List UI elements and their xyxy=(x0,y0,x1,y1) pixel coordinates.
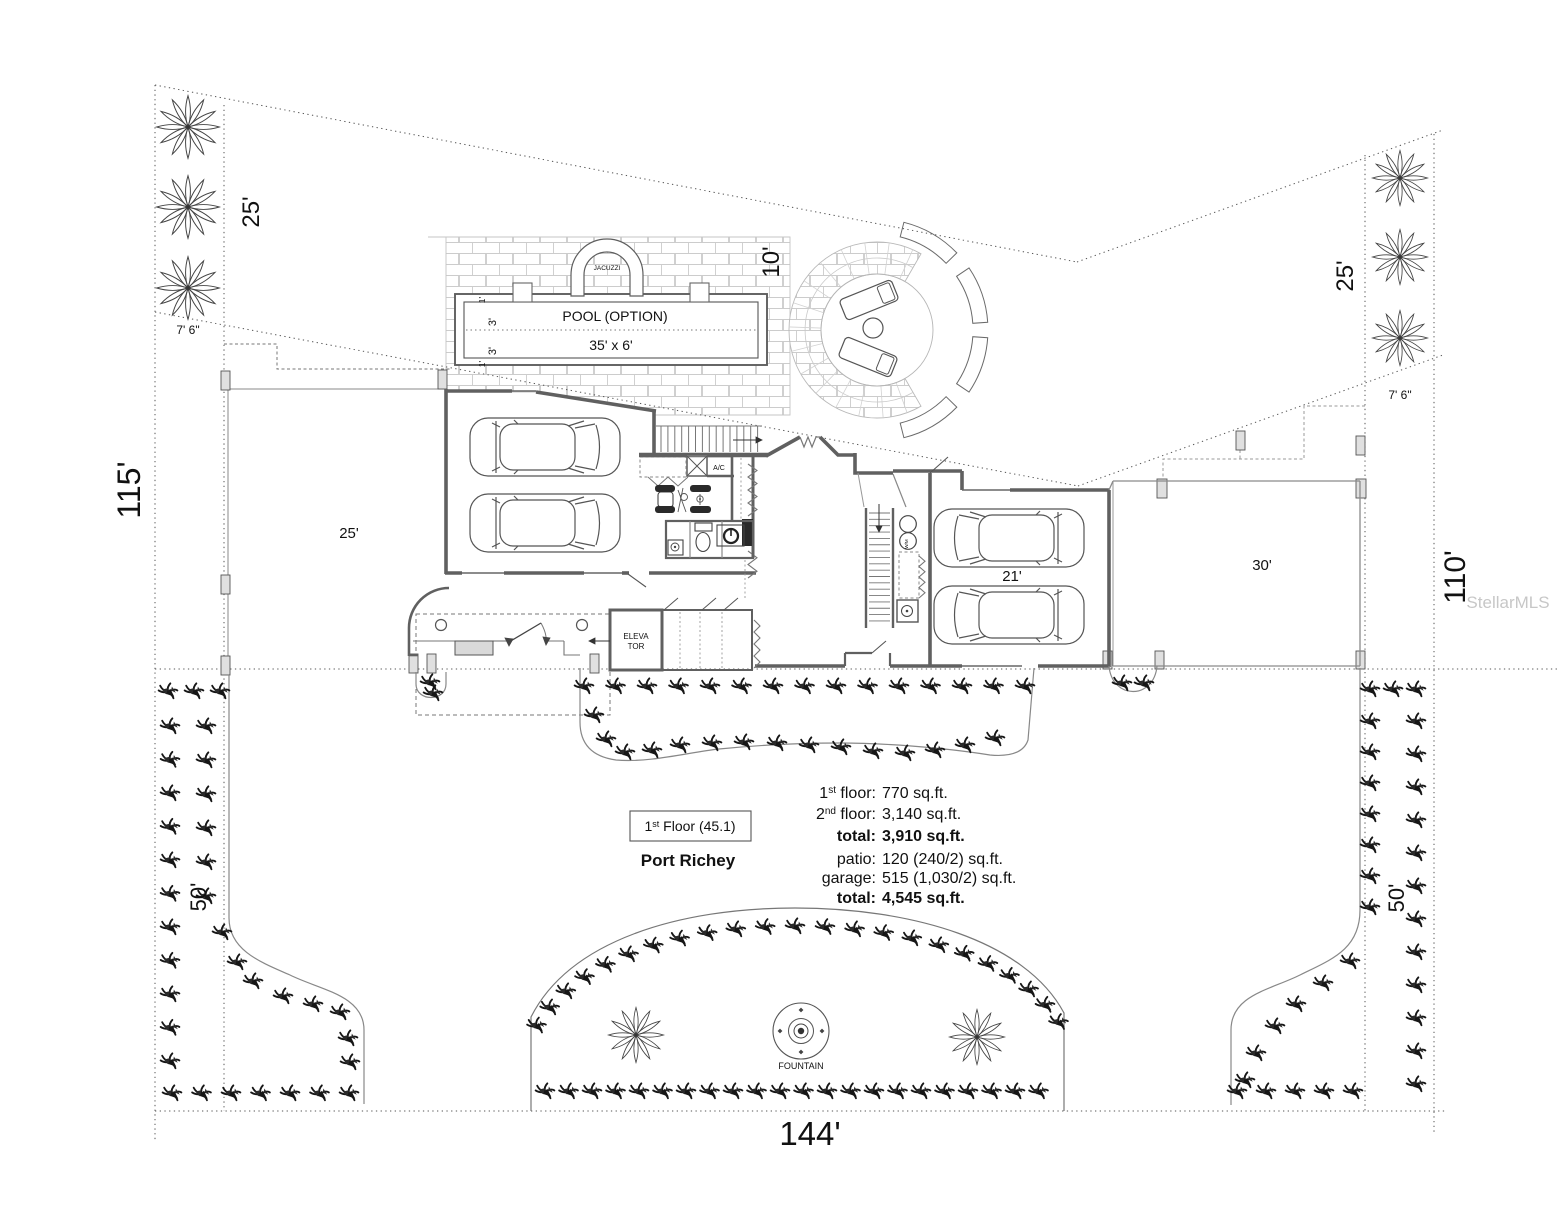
svg-text:770 sq.ft.: 770 sq.ft. xyxy=(882,785,948,802)
svg-text:1': 1' xyxy=(477,296,487,303)
svg-text:35' x 6': 35' x 6' xyxy=(589,337,632,353)
svg-text:garage:: garage: xyxy=(822,870,876,887)
svg-text:StellarMLS: StellarMLS xyxy=(1466,593,1549,612)
svg-text:total:: total: xyxy=(837,890,876,907)
svg-text:25': 25' xyxy=(1332,260,1359,291)
svg-text:3,910 sq.ft.: 3,910 sq.ft. xyxy=(882,828,965,845)
svg-text:7' 6": 7' 6" xyxy=(1388,388,1411,402)
svg-text:A/C: A/C xyxy=(713,465,725,472)
svg-text:TOR: TOR xyxy=(628,642,645,651)
svg-text:W/M: W/M xyxy=(904,539,909,548)
svg-text:25': 25' xyxy=(238,196,265,227)
svg-text:Port Richey: Port Richey xyxy=(641,851,736,870)
svg-text:7' 6": 7' 6" xyxy=(176,323,199,337)
svg-text:115': 115' xyxy=(111,461,147,518)
svg-text:3,140 sq.ft.: 3,140 sq.ft. xyxy=(882,806,961,823)
svg-text:POOL (OPTION): POOL (OPTION) xyxy=(562,308,667,324)
svg-text:patio:: patio: xyxy=(837,851,876,868)
svg-text:3': 3' xyxy=(487,318,499,326)
svg-text:3': 3' xyxy=(487,347,499,355)
svg-text:21': 21' xyxy=(1002,568,1022,585)
svg-text:120 (240/2) sq.ft.: 120 (240/2) sq.ft. xyxy=(882,851,1003,868)
svg-text:1st floor:: 1st floor: xyxy=(819,785,876,802)
svg-text:110': 110' xyxy=(1439,550,1472,604)
svg-text:144': 144' xyxy=(779,1115,840,1152)
svg-text:total:: total: xyxy=(837,828,876,845)
svg-text:50': 50' xyxy=(186,883,211,912)
svg-text:1': 1' xyxy=(477,360,487,367)
svg-text:JACUZZI: JACUZZI xyxy=(594,265,621,272)
svg-text:4,545 sq.ft.: 4,545 sq.ft. xyxy=(882,890,965,907)
svg-text:ELEVA: ELEVA xyxy=(623,632,649,641)
svg-text:1st Floor (45.1): 1st Floor (45.1) xyxy=(644,818,735,834)
svg-text:30': 30' xyxy=(1252,557,1272,574)
svg-text:10': 10' xyxy=(758,246,785,277)
svg-text:50': 50' xyxy=(1384,884,1409,913)
svg-text:FOUNTAIN: FOUNTAIN xyxy=(778,1061,823,1071)
svg-text:515 (1,030/2) sq.ft.: 515 (1,030/2) sq.ft. xyxy=(882,870,1016,887)
svg-text:25': 25' xyxy=(339,525,359,542)
